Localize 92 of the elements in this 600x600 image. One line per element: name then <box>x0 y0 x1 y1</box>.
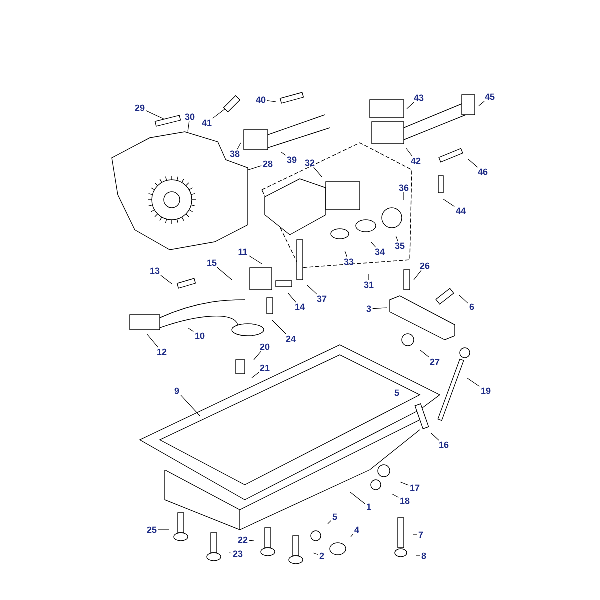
leader-line <box>412 534 418 536</box>
leader-line <box>272 320 287 335</box>
callout-number: 5 <box>394 390 400 396</box>
callout-number: 8 <box>422 552 426 560</box>
leader-line <box>267 100 276 102</box>
callout-number: 13 <box>150 268 160 274</box>
callout-number: 11 <box>238 248 248 256</box>
callout-number: 21 <box>260 364 270 372</box>
leader-line <box>180 394 200 416</box>
leader-line <box>406 102 414 110</box>
leader-line <box>344 250 348 258</box>
leader-line <box>280 152 286 156</box>
leader-line <box>306 284 318 295</box>
leader-line <box>228 552 232 554</box>
leader-line <box>368 274 370 281</box>
callout-number: 38 <box>230 150 240 158</box>
callout-number: 22 <box>238 536 248 544</box>
leader-line <box>146 334 159 348</box>
callout-number: 42 <box>411 158 421 164</box>
callout-number: 33 <box>344 258 354 266</box>
leader-line <box>400 482 409 486</box>
callout-number: 16 <box>440 442 449 448</box>
leader-line <box>414 270 422 280</box>
callout-number: 26 <box>420 262 430 270</box>
callout-number: 7 <box>418 532 424 538</box>
callout-number: 45 <box>485 94 495 100</box>
callout-number: 44 <box>456 208 466 214</box>
leader-line <box>254 351 262 360</box>
callout-number: 31 <box>364 282 374 288</box>
leader-line <box>212 109 226 119</box>
callout-number: 37 <box>317 296 327 302</box>
bolt <box>154 115 182 127</box>
callout-number: 34 <box>375 248 385 256</box>
callout-number: 40 <box>256 96 266 104</box>
callout-number: 46 <box>478 168 488 176</box>
callout-number: 36 <box>399 184 409 192</box>
callout-number: 25 <box>147 526 157 534</box>
callout-number: 14 <box>296 304 305 310</box>
leader-line <box>396 236 398 242</box>
callout-number: 10 <box>196 332 205 340</box>
leader-line <box>420 350 430 358</box>
callout-number: 9 <box>174 388 180 394</box>
leader-line <box>188 121 190 132</box>
callout-number: 12 <box>158 348 167 356</box>
leader-line <box>288 292 296 303</box>
callout-number: 4 <box>354 526 360 534</box>
leader-line <box>328 520 332 524</box>
callout-number: 41 <box>202 120 212 126</box>
callout-number: 35 <box>395 242 405 250</box>
oil-pump-drawing <box>112 132 248 250</box>
leader-line <box>249 540 254 542</box>
leader-line <box>370 242 376 248</box>
callout-number: 5 <box>332 514 338 520</box>
callout-number: 15 <box>208 260 217 266</box>
callout-number: 1 <box>367 504 372 510</box>
leader-line <box>248 256 262 264</box>
leader-line <box>406 148 413 157</box>
leader-line <box>392 494 399 498</box>
leader-line <box>160 275 172 284</box>
callout-number: 27 <box>430 358 440 366</box>
leader-line <box>468 158 478 168</box>
leader-line <box>430 432 440 441</box>
callout-number: 2 <box>320 552 324 560</box>
callout-number: 17 <box>410 484 420 492</box>
leader-line <box>252 372 260 378</box>
leader-line <box>146 110 164 120</box>
callout-number: 3 <box>366 306 372 312</box>
leader-line <box>248 166 262 170</box>
callout-number: 20 <box>260 344 270 350</box>
callout-number: 43 <box>414 94 424 102</box>
leader-line <box>314 167 322 178</box>
callout-number: 30 <box>185 114 195 120</box>
leader-line <box>188 328 194 332</box>
leader-line <box>350 534 354 538</box>
leader-line <box>216 267 232 280</box>
callout-number: 28 <box>263 160 273 168</box>
leader-line <box>237 142 242 150</box>
leader-line <box>350 492 366 504</box>
callout-number: 24 <box>286 336 296 342</box>
callout-number: 18 <box>400 498 410 504</box>
callout-number: 6 <box>470 304 474 310</box>
leader-line <box>312 552 318 556</box>
leader-line <box>466 378 480 387</box>
callout-number: 29 <box>135 104 145 112</box>
leader-line <box>372 308 388 310</box>
leader-line <box>458 294 468 304</box>
leader-line <box>442 198 455 208</box>
callout-number: 32 <box>305 160 315 166</box>
callout-number: 39 <box>287 156 297 164</box>
callout-number: 23 <box>233 550 243 558</box>
leader-line <box>478 101 485 106</box>
callout-number: 19 <box>482 388 491 394</box>
